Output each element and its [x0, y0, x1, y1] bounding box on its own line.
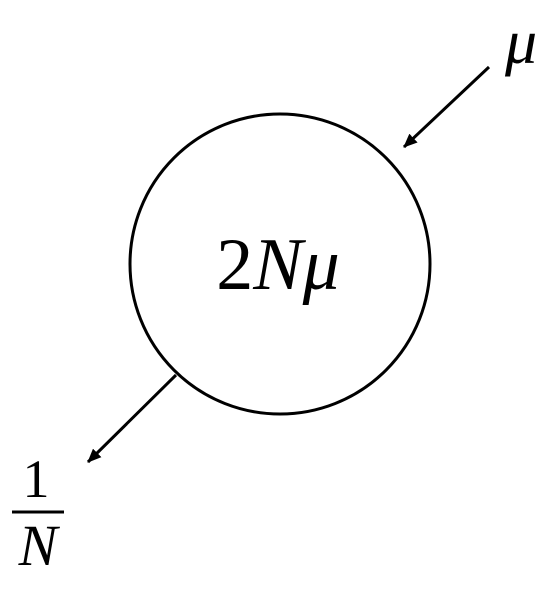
fraction-numerator: 1 [23, 449, 50, 509]
outgoing-label-fraction: 1 N [12, 449, 64, 578]
node-label: 2Nμ [216, 224, 340, 306]
node-label-mu: μ [302, 224, 340, 306]
fraction-denominator: N [18, 513, 61, 578]
node-label-number: 2 [216, 224, 253, 306]
incoming-arrow [402, 65, 491, 149]
node-label-n: N [252, 224, 306, 306]
population-node: 2Nμ [128, 112, 432, 416]
incoming-arrow-group: μ [402, 6, 537, 149]
outgoing-arrow [86, 373, 178, 464]
node-circle [128, 112, 432, 416]
outgoing-arrow-group: 1 N [12, 373, 178, 578]
incoming-label: μ [504, 6, 537, 77]
